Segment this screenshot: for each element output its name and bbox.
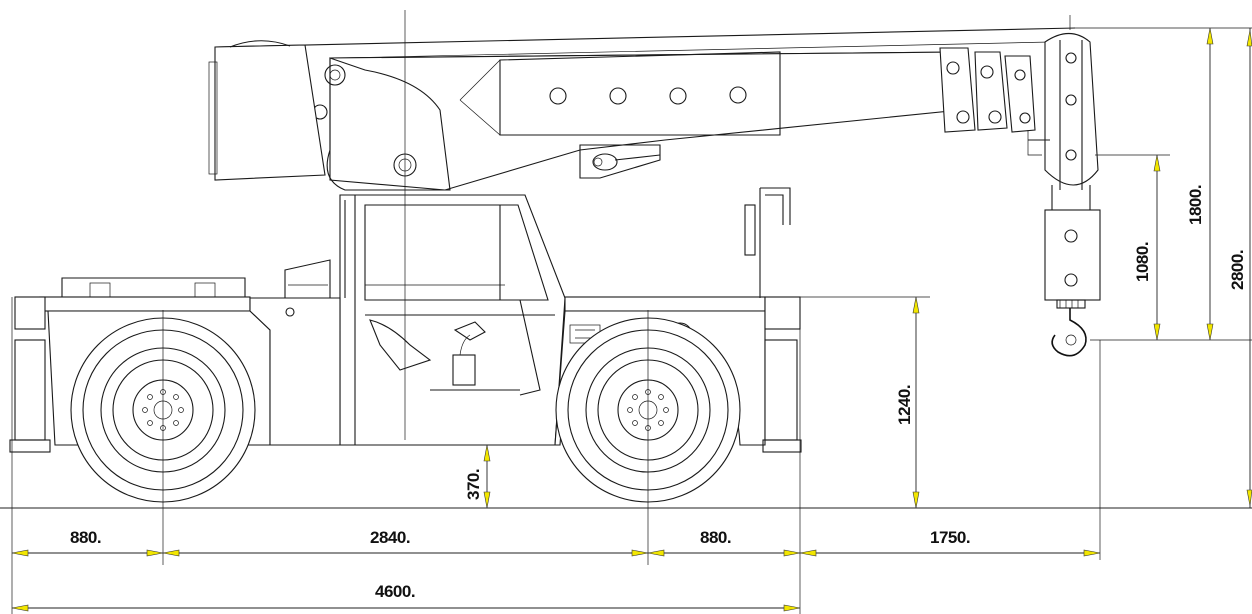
boom-head-sheave [1027,32,1099,190]
cab [339,194,566,446]
dim-overall-length: 4600. [375,582,415,601]
boom-sheave-brackets [939,47,1036,133]
dim-rear-overhang: 880. [700,528,731,547]
reference-lines [0,10,1252,614]
hook-block [1044,185,1101,357]
dim-ground-clearance: 370. [464,469,483,500]
dim-hook-reach: 1750. [930,528,970,547]
dim-front-overhang: 880. [70,528,101,547]
dim-wheelbase: 2840. [370,528,410,547]
boom [208,27,1099,191]
dim-deck-height: 1240. [895,385,914,425]
dim-overall-height: 2800. [1228,250,1247,290]
dim-hook-drop: 1080. [1133,242,1152,282]
dim-boom-tip-height: 1800. [1186,185,1205,225]
dimension-lines [11,27,1252,612]
